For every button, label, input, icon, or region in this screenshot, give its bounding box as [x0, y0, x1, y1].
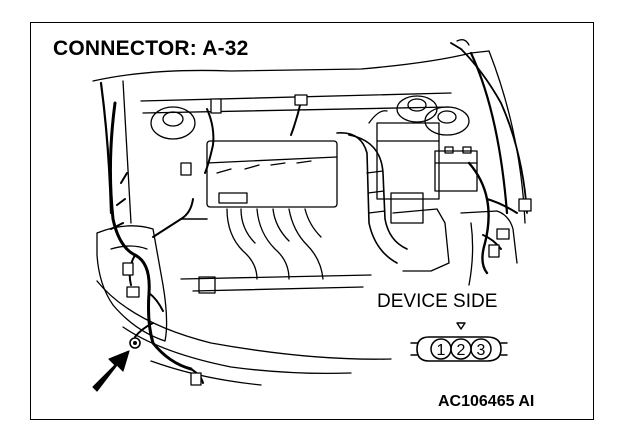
- figure-code: AC106465 AI: [438, 393, 535, 410]
- connector-pin-3: 3: [477, 342, 486, 359]
- connector-pin-1: 1: [437, 342, 446, 359]
- connector-pin-2: 2: [457, 342, 466, 359]
- connector-title: CONNECTOR: A-32: [53, 37, 249, 60]
- engine-bay-illustration: 1 2 3: [92, 39, 532, 392]
- connector-housing: [416, 336, 502, 362]
- device-side-label: DEVICE SIDE: [377, 291, 498, 312]
- diagram-frame: 1 2 3 CONNECTOR: A-32 DEVICE SIDE AC1064…: [30, 22, 594, 420]
